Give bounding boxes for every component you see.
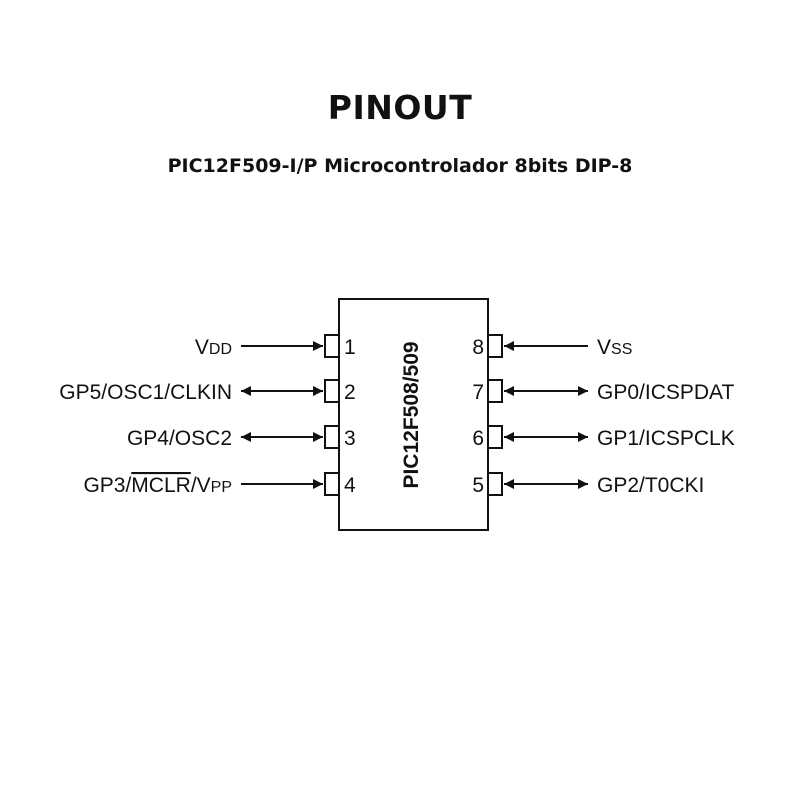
pin-8: 8 VSS bbox=[472, 334, 632, 359]
svg-text:7: 7 bbox=[472, 381, 484, 404]
pin-label: GP5/OSC1/CLKIN bbox=[59, 381, 232, 404]
svg-text:2: 2 bbox=[344, 381, 356, 404]
svg-text:4: 4 bbox=[344, 474, 356, 497]
pin-label-vdd: VDD bbox=[195, 336, 232, 359]
pin-label: GP4/OSC2 bbox=[127, 427, 232, 450]
svg-text:6: 6 bbox=[472, 427, 484, 450]
pin-7: 7 GP0/ICSPDAT bbox=[472, 379, 734, 404]
pin-2: 2 GP5/OSC1/CLKIN bbox=[59, 379, 356, 404]
pin-label: GP0/ICSPDAT bbox=[597, 381, 734, 404]
pin-1: 1 VDD bbox=[195, 334, 356, 359]
page-title: PINOUT bbox=[327, 88, 473, 127]
svg-text:3: 3 bbox=[344, 427, 356, 450]
page-subtitle: PIC12F509-I/P Microcontrolador 8bits DIP… bbox=[167, 155, 633, 177]
pin-6: 6 GP1/ICSPCLK bbox=[472, 425, 735, 450]
pin-5: 5 GP2/T0CKI bbox=[472, 472, 704, 497]
chip-label: PIC12F508/509 bbox=[400, 341, 423, 488]
svg-text:8: 8 bbox=[472, 336, 484, 359]
pin-label: GP2/T0CKI bbox=[597, 474, 704, 497]
svg-text:5: 5 bbox=[472, 474, 484, 497]
chip-body bbox=[338, 298, 489, 531]
pin-label-mclr: GP3/MCLR/VPP bbox=[83, 474, 232, 497]
pin-label-vss: VSS bbox=[597, 336, 632, 359]
pin-4: 4 GP3/MCLR/VPP bbox=[83, 472, 356, 497]
pin-3: 3 GP4/OSC2 bbox=[127, 425, 356, 450]
pin-label: GP1/ICSPCLK bbox=[597, 427, 735, 450]
svg-text:1: 1 bbox=[344, 336, 356, 359]
